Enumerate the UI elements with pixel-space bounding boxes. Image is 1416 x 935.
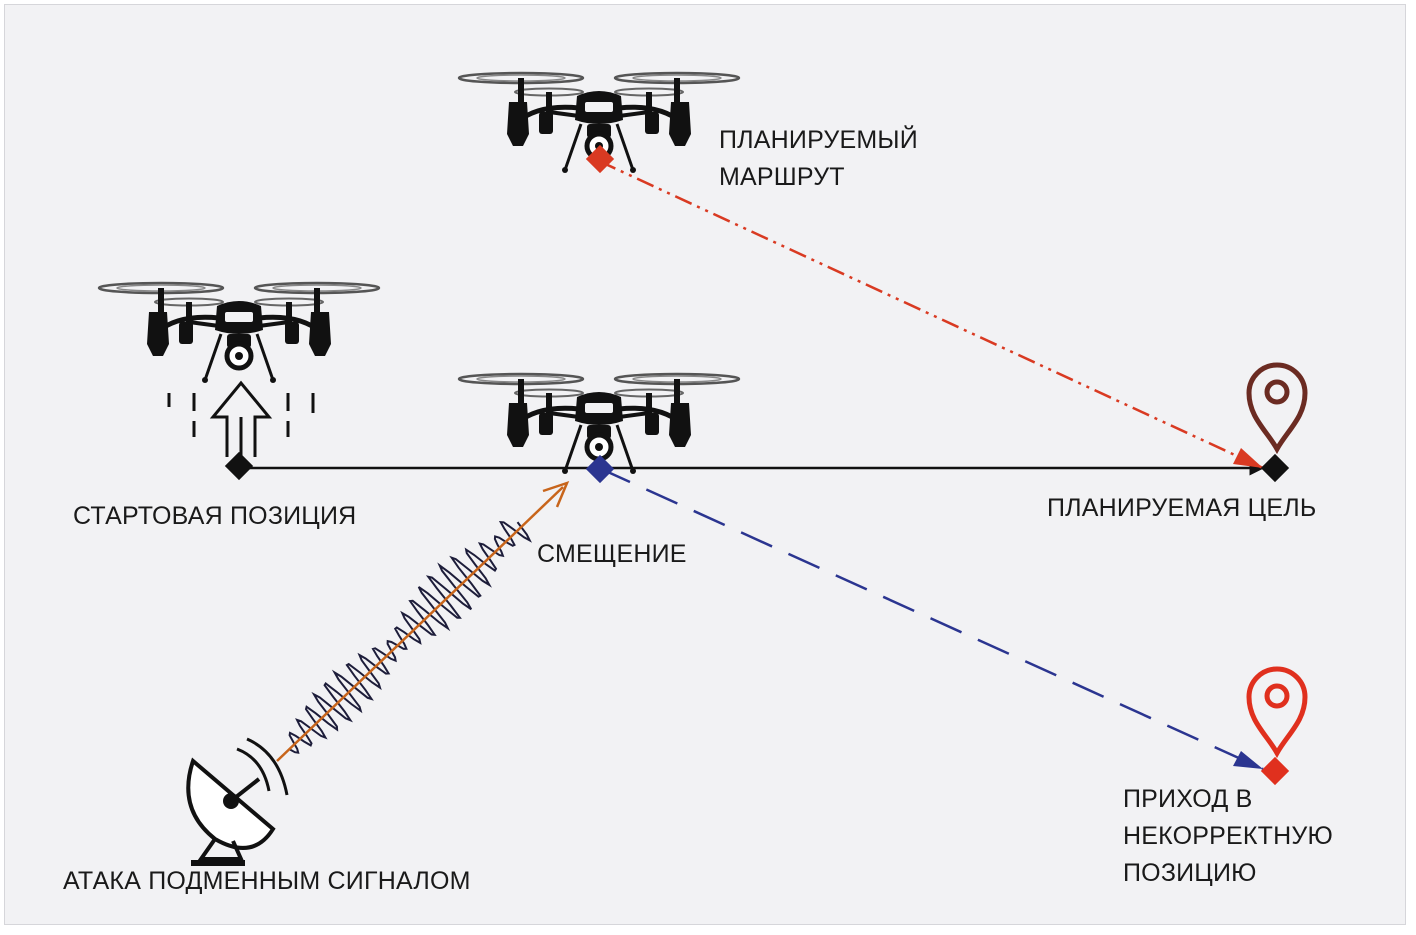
planned-route-arrowhead	[1233, 448, 1263, 468]
start-position-label: СТАРТОВАЯ ПОЗИЦИЯ	[73, 502, 357, 530]
planned-route-label-line2: МАРШРУТ	[719, 163, 845, 191]
target-marker	[1260, 453, 1290, 483]
wrong-position-marker	[1260, 756, 1290, 786]
drone-start-icon	[99, 283, 379, 383]
signal-arrow-line	[276, 486, 564, 762]
drift-line	[598, 466, 1264, 771]
planned-route-line	[598, 159, 1264, 470]
planned-route-label-line1: ПЛАНИРУЕМЫЙ	[719, 126, 918, 154]
planned-route-label: ПЛАНИРУЕМЫЙ МАРШРУТ	[719, 122, 918, 196]
start-marker	[224, 451, 254, 481]
takeoff-arrow-icon	[167, 380, 315, 457]
planned-route-marker	[585, 144, 615, 174]
spoofing-diagram	[5, 5, 1407, 866]
displacement-label: СМЕЩЕНИЕ	[537, 540, 687, 568]
wrong-arrival-label: ПРИХОД В НЕКОРРЕКТНУЮ ПОЗИЦИЮ	[1123, 781, 1333, 892]
wrong-arrival-label-line3: ПОЗИЦИЮ	[1123, 859, 1257, 887]
target-pin-icon	[1249, 365, 1305, 449]
diagram-canvas: ПЛАНИРУЕМЫЙ МАРШРУТ СТАРТОВАЯ ПОЗИЦИЯ ПЛ…	[4, 4, 1406, 925]
wrong-arrival-label-line1: ПРИХОД В	[1123, 785, 1253, 813]
spoofing-attack-label: АТАКА ПОДМЕННЫМ СИГНАЛОМ	[63, 867, 471, 895]
drift-arrowhead	[1233, 751, 1263, 769]
spoofing-signal-wave	[288, 520, 532, 754]
displacement-marker	[585, 454, 615, 484]
satellite-dish-icon	[186, 737, 289, 866]
wrong-arrival-label-line2: НЕКОРРЕКТНУЮ	[1123, 822, 1333, 850]
planned-target-label: ПЛАНИРУЕМАЯ ЦЕЛЬ	[1047, 494, 1317, 522]
wrong-position-pin-icon	[1249, 669, 1305, 753]
signal-arrowhead	[542, 480, 570, 508]
